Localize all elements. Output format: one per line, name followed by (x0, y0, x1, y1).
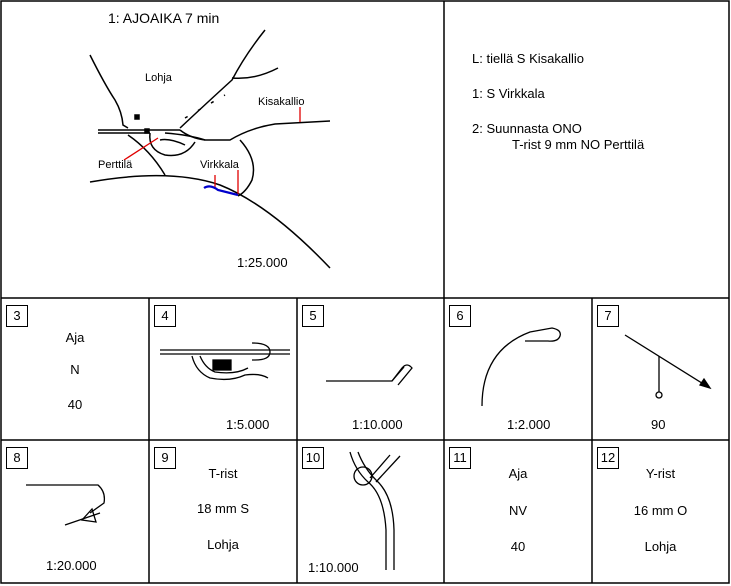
cell-3-line-3: 40 (67, 397, 83, 412)
cell-12-line-3: Lohja (644, 539, 677, 554)
cell-12-line-1: Y-rist (645, 466, 676, 481)
cell8-drawing (26, 484, 106, 526)
instruction-line-3b: T-rist 9 mm NO Perttilä (512, 137, 645, 152)
cell-3-line-1: Aja (65, 330, 85, 345)
map-markers (123, 107, 301, 197)
cell-8-scale: 1:20.000 (46, 558, 97, 573)
cell-11-line-3: 40 (510, 539, 526, 554)
cell-4-number: 4 (154, 305, 176, 327)
cell-7-number: 7 (597, 305, 619, 327)
map-label-perttila: Perttilä (98, 159, 133, 171)
map-label-kisakallio: Kisakallio (258, 96, 305, 108)
cell-3-line-2: N (70, 362, 80, 377)
cell10-drawing (349, 451, 401, 570)
cell-9-line-1: T-rist (208, 466, 238, 481)
cell-12-number: 12 (597, 447, 619, 469)
instruction-line-1: L: tiellä S Kisakallio (472, 51, 584, 66)
map-title: 1: AJOAIKA 7 min (108, 10, 220, 26)
cell-6-scale: 1:2.000 (507, 417, 551, 432)
cell4-drawing (160, 342, 290, 381)
cell-4-scale: 1:5.000 (226, 417, 270, 432)
cell-9-number: 9 (154, 447, 176, 469)
instruction-line-3a: 2: Suunnasta ONO (472, 121, 582, 136)
cell5-drawing (326, 364, 413, 386)
cell-11-number: 11 (449, 447, 471, 469)
cell-11-line-1: Aja (508, 466, 528, 481)
cell7-drawing (624, 334, 712, 399)
overview-map (89, 29, 331, 269)
cell-5-number: 5 (302, 305, 324, 327)
cell-10-scale: 1:10.000 (308, 560, 359, 575)
cell-11-line-2: NV (508, 503, 528, 518)
instruction-line-2: 1: S Virkkala (472, 86, 545, 101)
cell-5-scale: 1:10.000 (352, 417, 403, 432)
cell-3-number: 3 (6, 305, 28, 327)
cell6-drawing (481, 327, 561, 407)
cell-6-number: 6 (449, 305, 471, 327)
cell-12-line-2: 16 mm O (633, 503, 688, 518)
map-label-virkkala: Virkkala (200, 159, 239, 171)
map-scale: 1:25.000 (237, 255, 288, 270)
cell-9-line-3: Lohja (207, 537, 239, 552)
cell-8-number: 8 (6, 447, 28, 469)
cell-10-number: 10 (302, 447, 324, 469)
cell-7-value: 90 (651, 417, 666, 432)
map-label-lohja: Lohja (145, 72, 172, 84)
cell-9-line-2: 18 mm S (196, 501, 249, 516)
